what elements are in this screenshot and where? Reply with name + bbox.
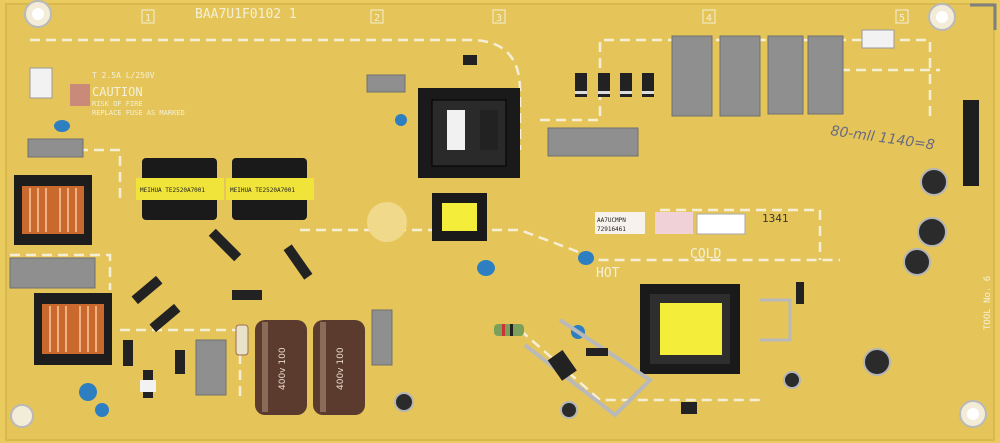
- label-sticker-1: AA7UCMPN 72916461: [595, 212, 645, 234]
- input-choke-2: [34, 293, 112, 365]
- ac-input-connector: [29, 67, 53, 99]
- resistor-2: [235, 324, 249, 356]
- diodes: [123, 73, 654, 398]
- output-transformer: [640, 284, 740, 374]
- ics: [463, 55, 804, 414]
- zone-2: 2: [374, 13, 380, 24]
- disc-capacitors: [54, 114, 594, 417]
- zone-1: 1: [145, 13, 151, 24]
- thermistor: [140, 380, 156, 392]
- cold-side-label: COLD: [690, 247, 721, 262]
- caution-line-1: RISK OF FIRE: [92, 100, 143, 108]
- pfc-inductor-1: MEIHUA TE2520A7001: [136, 158, 224, 220]
- film-capacitors: [9, 35, 844, 396]
- bulk-cap-1-label: 400v 100: [278, 347, 288, 390]
- bulk-capacitor-1: 400v 100: [255, 320, 307, 415]
- fuse: [70, 84, 90, 106]
- date-code: 1341: [762, 212, 789, 225]
- bulk-cap-2-label: 400v 100: [336, 347, 346, 390]
- label-sticker-2: [655, 212, 693, 234]
- pfc-inductor-2: MEIHUA TE2520A7001: [226, 158, 314, 220]
- part-number-silkscreen: BAA7U1F0102 1: [195, 7, 297, 22]
- heatsink-2: [760, 298, 792, 342]
- input-choke-1: [14, 175, 92, 245]
- sticker-1-code: AA7UCMPN: [597, 217, 626, 224]
- inductor-1-label: MEIHUA TE2520A7001: [140, 187, 205, 194]
- output-connector: [861, 29, 895, 49]
- mounting-holes: [10, 0, 987, 428]
- resistor: [494, 324, 524, 336]
- fuse-rating: T 2.5A L/250V: [92, 71, 155, 80]
- small-electrolytics: [394, 168, 948, 419]
- qr-sticker: [696, 213, 746, 235]
- zone-5: 5: [899, 13, 905, 24]
- ribbon-connector: [963, 100, 979, 186]
- zone-4: 4: [706, 13, 712, 24]
- main-transformer: [418, 88, 520, 178]
- zone-3: 3: [496, 13, 502, 24]
- sticker-1-sub: 72916461: [597, 226, 626, 233]
- hot-side-label: HOT: [596, 266, 620, 281]
- standby-transformer: [432, 193, 487, 241]
- tool-label: TOOL No. 6: [983, 276, 993, 330]
- caution-title: CAUTION: [92, 85, 143, 99]
- caution-line-2: REPLACE FUSE AS MARKED: [92, 109, 185, 117]
- board-corner: [970, 3, 997, 30]
- bulk-capacitor-2: 400v 100: [313, 320, 365, 415]
- inductor-2-label: MEIHUA TE2520A7001: [230, 187, 295, 194]
- zone-markers: 1 2 3 4 5: [141, 9, 909, 24]
